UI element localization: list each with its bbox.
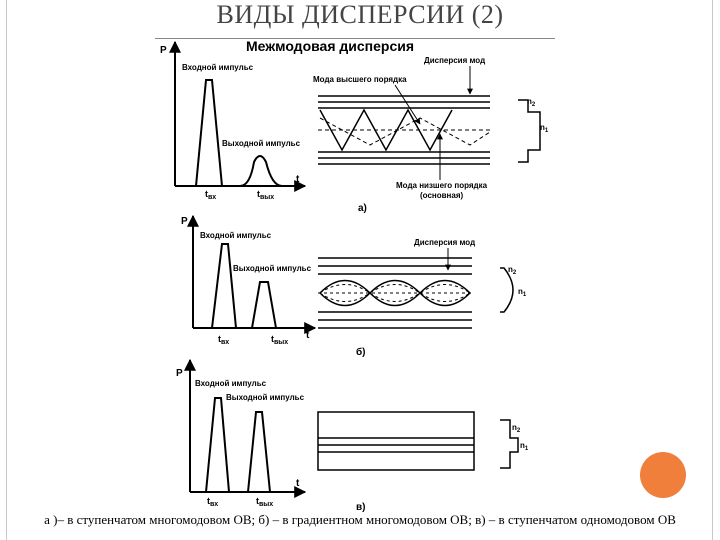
panel-c-output-pulse: [247, 411, 271, 493]
panel-a-output-label: Выходной импульс: [222, 139, 301, 148]
panel-c-axis-p: P: [176, 368, 183, 379]
panel-c-input-pulse: [205, 397, 230, 493]
panel-a-t-out: tвых: [257, 189, 274, 201]
panel-b-wave-dashed: [319, 284, 471, 302]
figure-caption: а )– в ступенчатом многомодовом ОВ; б) –…: [44, 512, 676, 527]
panel-a-n1: n1: [540, 123, 549, 134]
panel-a-high-order-arrow: [394, 84, 421, 125]
panel-b-n1: n1: [518, 287, 527, 298]
panel-b-axis-t: t: [306, 330, 310, 341]
panel-c-input-label: Входной импульс: [195, 379, 267, 388]
panel-c-axis-t: t: [296, 478, 300, 489]
panel-a-high-order-zigzag: [319, 108, 453, 152]
panel-b-index-profile: [500, 267, 514, 313]
panel-a-input-label: Входной импульс: [182, 63, 254, 72]
panel-a-high-order-label: Мода высшего порядка: [313, 75, 407, 84]
panel-b-n2: n2: [508, 265, 517, 276]
panel-b-wave-solid: [319, 279, 471, 307]
panel-a-dashed-ray: [319, 117, 491, 146]
panel-b-wave-dashed-2: [319, 284, 471, 302]
panel-b-axis-p: P: [181, 216, 188, 227]
right-frame-line: [712, 0, 713, 540]
panel-b-wave-solid-2: [319, 279, 471, 307]
panel-a-label: а): [358, 203, 367, 214]
panel-a-index-profile: [518, 99, 541, 163]
panel-b-label: б): [356, 346, 366, 358]
diagram-heading: Межмодовая дисперсия: [246, 38, 414, 54]
panel-a-input-pulse: [195, 79, 223, 187]
panel-a-axis-t: t: [296, 174, 300, 185]
panel-b: P t Входной импульс Выходной импульс tвх…: [181, 214, 527, 358]
panel-c-index-profile: [500, 419, 519, 469]
panel-c-t-in: tвх: [207, 496, 218, 508]
panel-b-input-pulse: [211, 243, 237, 329]
title-underline: [155, 38, 555, 39]
panel-c-n1: n1: [520, 441, 529, 452]
panel-a-n2: n2: [527, 97, 536, 108]
panel-c-n2: n2: [512, 423, 521, 434]
left-frame-line: [6, 0, 7, 540]
panel-a-mode-dispersion-label: Дисперсия мод: [424, 56, 485, 65]
panel-b-mode-dispersion-label: Дисперсия мод: [414, 238, 475, 247]
panel-a-low-order-label: Мода низшего порядка: [396, 181, 488, 190]
panel-b-output-pulse: [251, 281, 277, 329]
panel-b-output-label: Выходной импульс: [233, 264, 312, 273]
panel-a-output-pulse: [239, 155, 283, 187]
panel-a-t-in: tвх: [205, 189, 216, 201]
panel-a-low-order-label-2: (основная): [420, 191, 463, 200]
panel-b-input-label: Входной импульс: [200, 231, 272, 240]
panel-c: P t Входной импульс Выходной импульс tвх…: [176, 358, 529, 513]
panel-c-output-label: Выходной импульс: [226, 393, 305, 402]
panel-a-axis-p: P: [160, 45, 167, 56]
decorative-orange-circle: [640, 452, 686, 498]
panel-b-t-in: tвх: [218, 334, 229, 346]
panel-c-label: в): [356, 502, 365, 513]
panel-a: P t Входной импульс Выходной импульс tвх…: [160, 40, 549, 214]
slide-title: ВИДЫ ДИСПЕРСИИ (2): [216, 0, 504, 29]
panel-c-fiber-box: [317, 411, 475, 471]
panel-b-t-out: tвых: [271, 334, 288, 346]
panel-c-t-out: tвых: [256, 496, 273, 508]
